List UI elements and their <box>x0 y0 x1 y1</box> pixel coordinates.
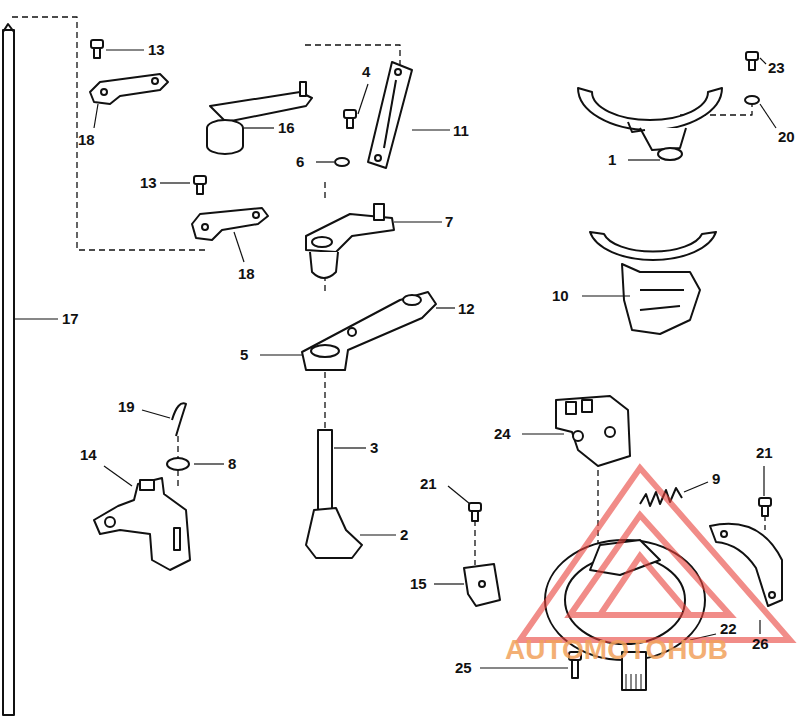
arm <box>302 292 436 370</box>
screw <box>91 40 771 678</box>
link-plate <box>192 208 268 240</box>
callout-number: 12 <box>458 300 475 318</box>
callout-number: 16 <box>278 119 295 137</box>
shaft <box>318 430 332 510</box>
callout-number: 3 <box>370 439 378 457</box>
callout-number: 23 <box>768 59 785 77</box>
callout-number: 18 <box>78 131 95 149</box>
callout-number: 11 <box>453 122 469 140</box>
watermark-logo <box>520 468 790 640</box>
callout-number: 10 <box>552 287 569 305</box>
callout-number: 26 <box>752 635 769 653</box>
washer <box>745 96 759 104</box>
callout-number: 6 <box>296 153 304 171</box>
callout-number: 13 <box>148 41 165 59</box>
foot <box>306 508 362 558</box>
callout-number: 9 <box>712 470 720 488</box>
callout-number: 7 <box>445 213 453 231</box>
callout-number: 4 <box>362 63 370 81</box>
callout-number: 1 <box>608 151 616 169</box>
leader-line <box>14 50 776 668</box>
small-bracket <box>464 564 500 606</box>
callout-number: 15 <box>410 575 427 593</box>
callout-number: 21 <box>756 444 773 462</box>
callout-number: 24 <box>494 425 511 443</box>
watermark: AUTOMOTOHUB <box>505 634 728 666</box>
callout-number: 14 <box>80 446 97 464</box>
callout-number: 17 <box>62 310 79 328</box>
clip <box>172 403 186 436</box>
callout-number: 25 <box>455 659 472 677</box>
ring-housing <box>622 264 700 334</box>
crank-arm <box>210 92 312 122</box>
link-plate <box>90 74 168 104</box>
callout-number: 13 <box>140 174 157 192</box>
callout-number: 18 <box>238 265 255 283</box>
callout-number: 19 <box>118 398 135 416</box>
washer <box>167 458 189 470</box>
callout-number: 8 <box>228 455 236 473</box>
bracket <box>94 478 190 570</box>
washer <box>335 158 349 166</box>
callout-number: 21 <box>420 475 437 493</box>
callout-number: 2 <box>400 526 408 544</box>
sensor <box>556 396 630 466</box>
ring <box>590 232 716 260</box>
callout-number: 20 <box>778 128 795 146</box>
rod <box>3 30 14 715</box>
ring <box>578 88 722 130</box>
slotted-link <box>368 62 412 168</box>
callout-number: 5 <box>240 346 248 364</box>
